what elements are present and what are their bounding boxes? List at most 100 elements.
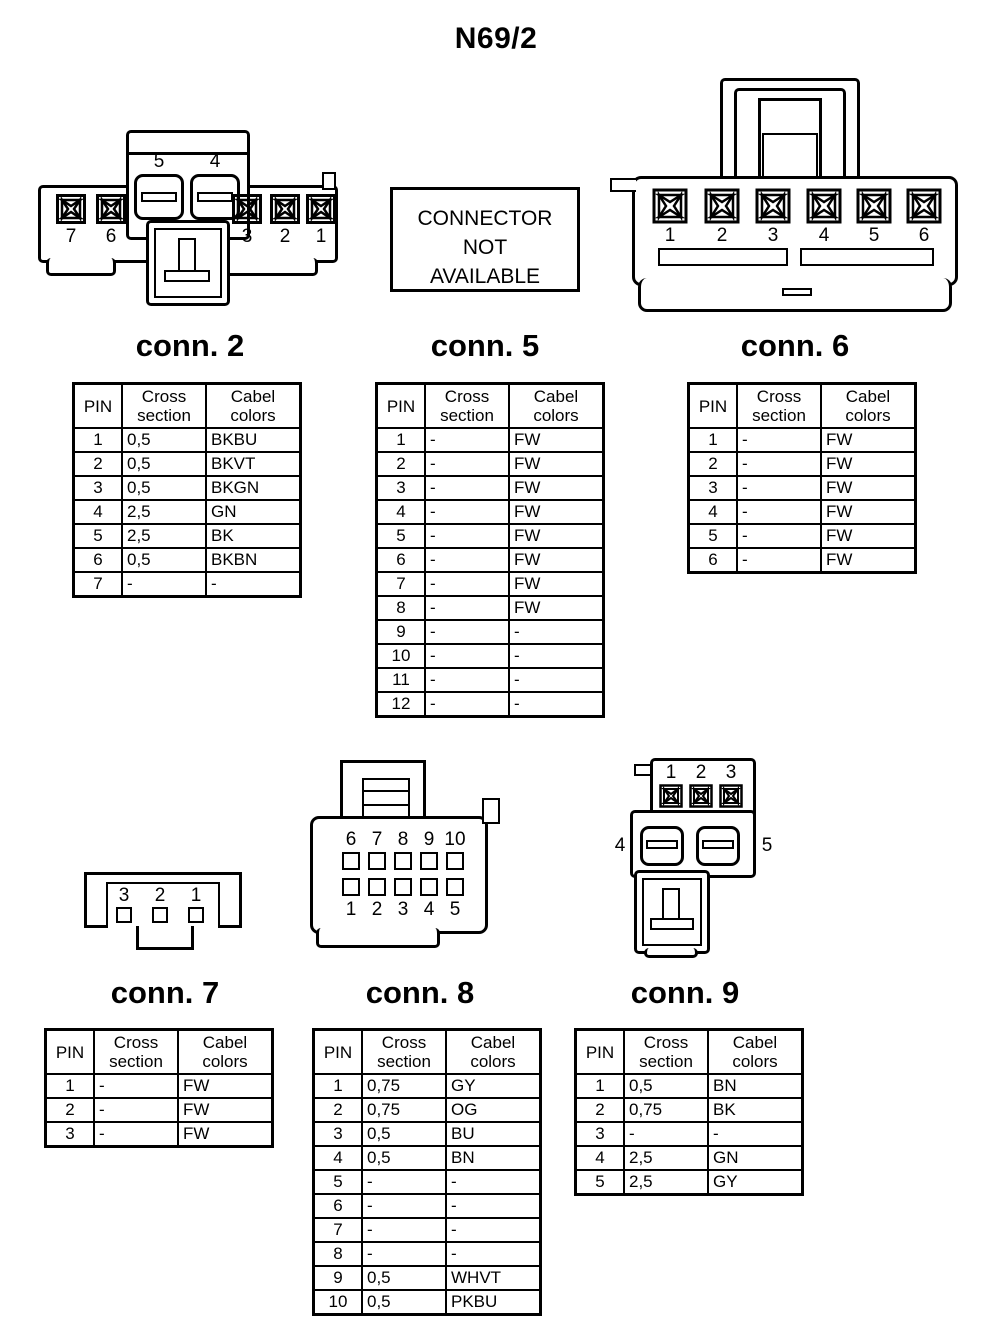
cell-cross-section: - [736, 427, 822, 453]
cell-color: FW [820, 523, 917, 549]
cell-color: - [445, 1193, 542, 1219]
header-cross-section: Cross section [361, 1028, 447, 1075]
table-row: 11-- [375, 667, 605, 693]
table-header-row: PIN Cross section Cabel colors [312, 1028, 542, 1075]
cell-color: - [707, 1121, 804, 1147]
conn8-pin-label-5: 5 [449, 899, 461, 920]
cell-cross-section: - [424, 667, 510, 693]
cell-cross-section: - [736, 547, 822, 574]
cell-pin: 3 [574, 1121, 625, 1147]
cell-cross-section: - [424, 571, 510, 597]
cell-color: BN [445, 1145, 542, 1171]
table-row: 2-FW [687, 451, 917, 477]
table-row: 5-FW [687, 523, 917, 549]
cell-cross-section: 0,5 [121, 451, 207, 477]
conn8-pin-10-socket [446, 852, 464, 870]
conn8-latch-rib-2 [364, 804, 408, 806]
caption-conn-8: conn. 8 [365, 975, 475, 1010]
cell-pin: 1 [44, 1073, 95, 1099]
table-header-row: PIN Cross section Cabel colors [72, 382, 302, 429]
conn6-slot-right [800, 248, 934, 266]
cell-cross-section: 0,5 [121, 475, 207, 501]
cell-cross-section: 0,5 [623, 1073, 709, 1099]
cell-cross-section: - [121, 571, 207, 598]
cell-pin: 5 [375, 523, 426, 549]
header-pin: PIN [574, 1028, 625, 1075]
header-cable-colors-l1: Cabel [230, 387, 276, 406]
cell-color: BKVT [205, 451, 302, 477]
table-row: 6-- [312, 1193, 542, 1219]
conn8-pin-label-7: 7 [371, 829, 383, 850]
cell-color: FW [508, 547, 605, 573]
table-row: 2-FW [44, 1097, 274, 1123]
conn8-pin-label-3: 3 [397, 899, 409, 920]
conn8-pin-label-4: 4 [423, 899, 435, 920]
conn6-pin-label-3: 3 [767, 225, 779, 246]
conn2-latch-foot [164, 270, 210, 282]
header-cable-colors: Cabel colors [707, 1028, 804, 1075]
cell-cross-section: - [424, 595, 510, 621]
cell-color: FW [508, 595, 605, 621]
conn6-pin-label-1: 1 [664, 225, 676, 246]
cell-cross-section: - [424, 475, 510, 501]
cell-color: BN [707, 1073, 804, 1099]
header-cable-colors: Cabel colors [445, 1028, 542, 1075]
cell-pin: 3 [72, 475, 123, 501]
conn2-pin-6-socket [96, 194, 126, 224]
cell-color: FW [177, 1097, 274, 1123]
conn8-pin-label-2: 2 [371, 899, 383, 920]
cell-color: FW [508, 475, 605, 501]
cell-cross-section: 2,5 [121, 499, 207, 525]
header-cable-colors-l2: colors [732, 1052, 778, 1071]
header-cable-colors-l1: Cabel [533, 387, 579, 406]
caption-conn-9: conn. 9 [630, 975, 740, 1010]
cell-pin: 1 [375, 427, 426, 453]
header-cross-section-l2: section [377, 1052, 431, 1071]
conn9-pin-label-1: 1 [665, 762, 677, 783]
conn8-pin-label-10: 10 [444, 829, 466, 850]
cell-cross-section: - [424, 643, 510, 669]
cell-color: - [445, 1217, 542, 1243]
cell-pin: 6 [375, 547, 426, 573]
cell-color: FW [820, 547, 917, 574]
header-cross-section-l2: section [109, 1052, 163, 1071]
cell-color: BKBN [205, 547, 302, 573]
table-header-row: PIN Cross section Cabel colors [687, 382, 917, 429]
cell-color: BK [205, 523, 302, 549]
conn6-pin-3-socket [755, 188, 791, 224]
cell-color: - [445, 1241, 542, 1267]
conn9-pin-1-socket [659, 784, 683, 808]
header-cross-section-l2: section [137, 406, 191, 425]
cell-pin: 4 [312, 1145, 363, 1171]
conn8-pin-label-9: 9 [423, 829, 435, 850]
header-cross-section: Cross section [623, 1028, 709, 1075]
conn7-pin-3-socket [116, 907, 132, 923]
conn6-slot-left [658, 248, 788, 266]
header-cross-section-l1: Cross [643, 1033, 689, 1052]
table-row: 2-FW [375, 451, 605, 477]
header-cable-colors-l2: colors [470, 1052, 516, 1071]
header-cross-section-l1: Cross [381, 1033, 427, 1052]
conn6-skirt-tab [782, 288, 812, 296]
conn6-pin-1-socket [652, 188, 688, 224]
cell-pin: 3 [44, 1121, 95, 1148]
table-row: 8-FW [375, 595, 605, 621]
table-conn-6: PIN Cross section Cabel colors 1-FW 2-FW… [687, 382, 917, 574]
header-cross-section: Cross section [736, 382, 822, 429]
conn9-pin-label-3: 3 [725, 762, 737, 783]
na-line-2: NOT [462, 236, 508, 259]
conn8-pin-label-8: 8 [397, 829, 409, 850]
na-line-1: CONNECTOR [417, 207, 553, 230]
cell-cross-section: - [623, 1121, 709, 1147]
conn8-pin-8-socket [394, 852, 412, 870]
cell-cross-section: 0,75 [361, 1097, 447, 1123]
header-cable-colors: Cabel colors [205, 382, 302, 429]
cell-cross-section: - [424, 451, 510, 477]
table-row: 10-- [375, 643, 605, 669]
conn2-right-skirt [218, 258, 318, 276]
